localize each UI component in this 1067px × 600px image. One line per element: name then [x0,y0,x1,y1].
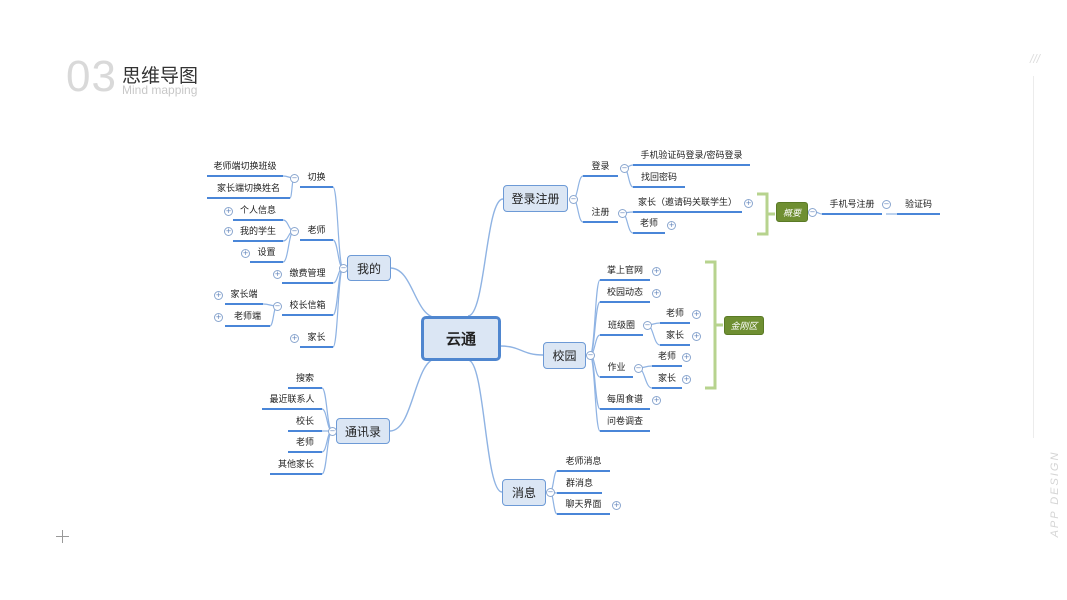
collapse-icon[interactable]: − [634,364,643,373]
expand-icon[interactable]: + [652,289,661,298]
topic-node[interactable]: 个人信息 [233,203,283,221]
decor-vertical-line [1033,76,1034,438]
connector [389,267,439,319]
branch-messages[interactable]: 消息 [502,479,546,506]
connector [321,430,333,475]
topic-node[interactable]: 家长端 [225,287,263,305]
summary-bracket [705,260,723,390]
connector [499,345,544,356]
collapse-icon[interactable]: − [546,488,555,497]
topic-node[interactable]: 搜索 [288,371,322,389]
topic-node[interactable]: 最近联系人 [262,392,322,410]
topic-node[interactable]: 验证码 [897,197,940,215]
collapse-icon[interactable]: − [620,164,629,173]
collapse-icon[interactable]: − [273,302,282,311]
expand-icon[interactable]: + [682,353,691,362]
collapse-icon[interactable]: − [339,264,348,273]
decor-slashes: /// [1030,52,1041,66]
page-title: 思维导图 [122,65,199,87]
expand-icon[interactable]: + [214,313,223,322]
topic-node[interactable]: 设置 [250,245,283,263]
collapse-icon[interactable]: − [328,427,337,436]
connector [467,198,504,317]
branch-mine[interactable]: 我的 [347,255,391,281]
expand-icon[interactable]: + [241,249,250,258]
topic-node[interactable]: 老师 [633,216,665,234]
connector [467,359,503,493]
topic-node[interactable]: 老师 [652,349,682,367]
expand-icon[interactable]: + [224,207,233,216]
topic-node[interactable]: 手机验证码登录/密码登录 [633,148,750,166]
collapse-icon[interactable]: − [882,200,891,209]
summary-bracket [757,192,775,236]
topic-node[interactable]: 登录 [583,159,618,177]
topic-node[interactable]: 找回密码 [633,170,685,188]
connector [332,267,344,348]
topic-node[interactable]: 家长 [300,330,333,348]
page-subtitle: Mind mapping [122,83,198,97]
root-node[interactable]: 云通 [421,316,501,361]
collapse-icon[interactable]: − [569,195,578,204]
topic-node[interactable]: 聊天界面 [557,497,610,515]
topic-node[interactable]: 注册 [583,205,618,223]
connector [389,357,439,432]
expand-icon[interactable]: + [692,332,701,341]
plus-mark-icon [56,530,69,543]
topic-node[interactable]: 老师 [300,223,333,241]
expand-icon[interactable]: + [652,396,661,405]
topic-node[interactable]: 校园动态 [600,285,650,303]
topic-node[interactable]: 我的学生 [233,224,283,242]
topic-node[interactable]: 家长 [652,371,682,389]
section-number: 03 [66,52,117,101]
topic-node[interactable]: 问卷调查 [600,414,650,432]
summary-tag[interactable]: 概要 [776,202,808,222]
topic-node[interactable]: 老师消息 [557,454,610,472]
topic-node[interactable]: 家长端切换姓名 [207,181,290,199]
topic-node[interactable]: 手机号注册 [822,197,882,215]
branch-contacts[interactable]: 通讯录 [336,418,390,444]
topic-node[interactable]: 老师 [288,435,322,453]
topic-node[interactable]: 缴费管理 [282,266,333,284]
topic-node[interactable]: 老师 [660,306,690,324]
collapse-icon[interactable]: − [290,174,299,183]
expand-icon[interactable]: + [290,334,299,343]
topic-node[interactable]: 家长 [660,328,690,346]
expand-icon[interactable]: + [667,221,676,230]
topic-node[interactable]: 作业 [600,360,633,378]
topic-node[interactable]: 校长 [288,414,322,432]
expand-icon[interactable]: + [612,501,621,510]
collapse-icon[interactable]: − [643,321,652,330]
collapse-icon[interactable]: − [808,208,817,217]
topic-node[interactable]: 老师端 [225,309,270,327]
topic-node[interactable]: 家长（邀请码关联学生） [633,195,742,213]
expand-icon[interactable]: + [652,267,661,276]
collapse-icon[interactable]: − [618,209,627,218]
expand-icon[interactable]: + [214,291,223,300]
topic-node[interactable]: 校长信箱 [282,298,333,316]
expand-icon[interactable]: + [682,375,691,384]
branch-auth[interactable]: 登录注册 [503,185,568,212]
topic-node[interactable]: 掌上官网 [600,263,650,281]
topic-node[interactable]: 班级圈 [600,318,643,336]
topic-node[interactable]: 切换 [300,170,333,188]
collapse-icon[interactable]: − [586,351,595,360]
topic-node[interactable]: 群消息 [557,476,602,494]
topic-node[interactable]: 每周食谱 [600,392,650,410]
collapse-icon[interactable]: − [290,227,299,236]
topic-node[interactable]: 老师端切换班级 [207,159,283,177]
branch-campus[interactable]: 校园 [543,342,586,369]
expand-icon[interactable]: + [744,199,753,208]
expand-icon[interactable]: + [692,310,701,319]
expand-icon[interactable]: + [224,227,233,236]
summary-tag[interactable]: 金刚区 [724,316,764,335]
topic-node[interactable]: 其他家长 [270,457,322,475]
expand-icon[interactable]: + [273,270,282,279]
